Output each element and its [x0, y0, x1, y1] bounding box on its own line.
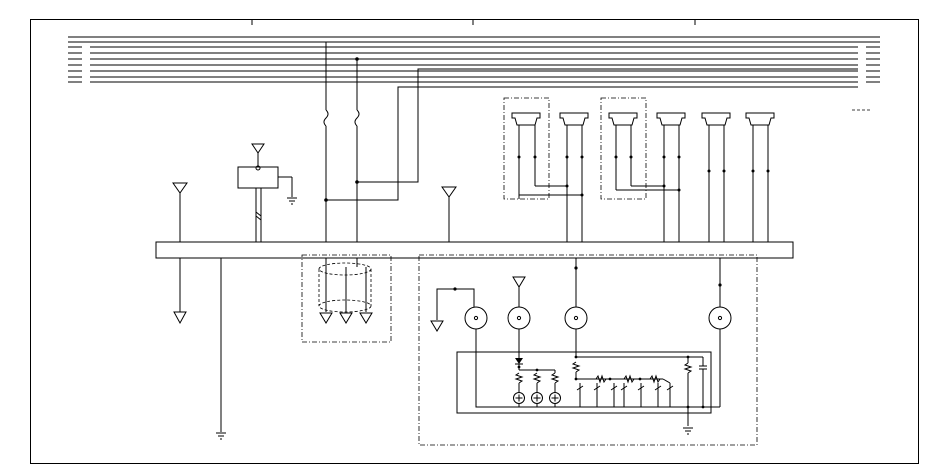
resistor-symbol: [595, 374, 607, 384]
resistor-symbol: [683, 362, 693, 374]
ground-symbol: [683, 427, 693, 435]
resistor-symbol: [532, 372, 542, 384]
lamp-symbol: [549, 392, 561, 404]
resistor-symbol: [623, 374, 635, 384]
connector-symbol: [559, 112, 589, 242]
feed-wires: [323, 42, 858, 242]
page-border: [30, 19, 919, 464]
ground-symbol: [319, 312, 333, 324]
lamp-symbol: [507, 276, 531, 330]
lamp-symbol: [464, 306, 488, 330]
lamp-symbol: [708, 258, 732, 330]
resistor-symbol: [550, 372, 560, 384]
connector-symbol: [608, 112, 638, 190]
lamp-circuit-group: [418, 254, 758, 446]
connector-symbol: [656, 112, 686, 242]
switch-contacts: [576, 378, 674, 407]
lamp-symbol: [513, 392, 525, 404]
ground-symbol: [172, 182, 188, 242]
diode-symbol: [515, 358, 523, 364]
resistor-symbol: [571, 361, 581, 373]
connector-group-upper: [503, 97, 775, 242]
lamp-symbol: [531, 392, 543, 404]
ground-symbol: [359, 312, 373, 324]
top-bus-lines: [68, 36, 880, 111]
relay-symbol: [237, 143, 297, 242]
ground-symbol: [216, 258, 226, 440]
resistor-symbol: [514, 372, 524, 384]
ground-symbol: [430, 320, 444, 332]
ground-symbol: [441, 186, 457, 242]
lamp-symbol: [564, 258, 588, 330]
resistor-symbol: [649, 374, 661, 384]
connector-symbol: [511, 112, 541, 199]
connector-symbol: [745, 112, 775, 242]
ground-symbol: [173, 258, 187, 325]
main-harness-bar: [155, 241, 794, 259]
harness-bundle-group: [301, 254, 392, 343]
ground-symbol: [339, 312, 353, 324]
connector-symbol: [701, 112, 731, 242]
